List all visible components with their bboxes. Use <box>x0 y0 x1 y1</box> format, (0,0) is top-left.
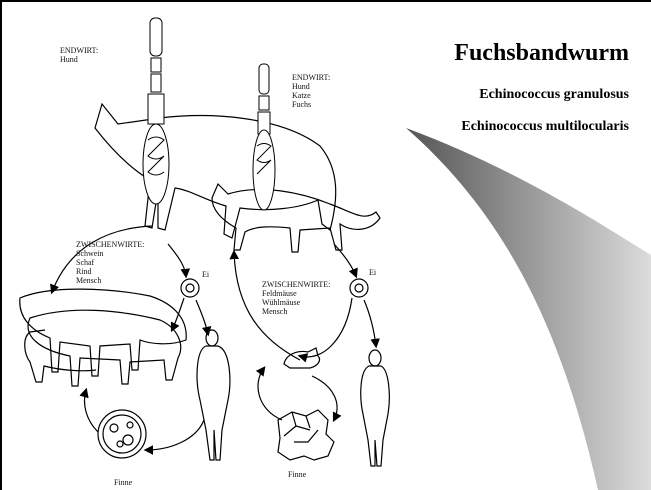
human-left <box>197 330 230 460</box>
tapeworm-right <box>253 64 275 210</box>
right-endwirt-hosts: Hund Katze Fuchs <box>292 82 311 109</box>
tapeworm-left <box>143 18 169 204</box>
left-zwischenwirte-heading: ZWISCHENWIRTE: <box>76 240 144 249</box>
right-egg-label: Ei <box>369 268 376 277</box>
decorative-wedge <box>406 128 651 490</box>
human-right <box>361 350 390 466</box>
livestock-drawing <box>20 289 186 386</box>
right-cyst-label: Finne <box>288 470 306 479</box>
species-granulosus: Echinococcus granulosus <box>479 87 629 103</box>
left-egg-label: Ei <box>202 270 209 279</box>
left-zwischenwirte-hosts: Schwein Schaf Rind Mensch <box>76 249 104 285</box>
cyst-right <box>278 410 334 460</box>
left-endwirt-heading: ENDWIRT: <box>60 46 98 55</box>
left-endwirt-hosts: Hund <box>60 55 78 64</box>
mouse-drawing <box>284 348 320 368</box>
dog-drawing <box>95 104 336 238</box>
species-multilocularis: Echinococcus multilocularis <box>461 119 629 135</box>
cycle-arrows-right <box>234 244 376 420</box>
egg-left <box>181 279 199 297</box>
cyst-left <box>98 410 146 458</box>
right-zwischenwirte-heading: ZWISCHENWIRTE: <box>262 280 330 289</box>
right-endwirt-heading: ENDWIRT: <box>292 73 330 82</box>
egg-right <box>350 279 368 297</box>
right-zwischenwirte-hosts: Feldmäuse Wühlmäuse Mensch <box>262 289 300 316</box>
left-cyst-label: Finne <box>114 478 132 487</box>
slide-title: Fuchsbandwurm <box>454 40 629 67</box>
